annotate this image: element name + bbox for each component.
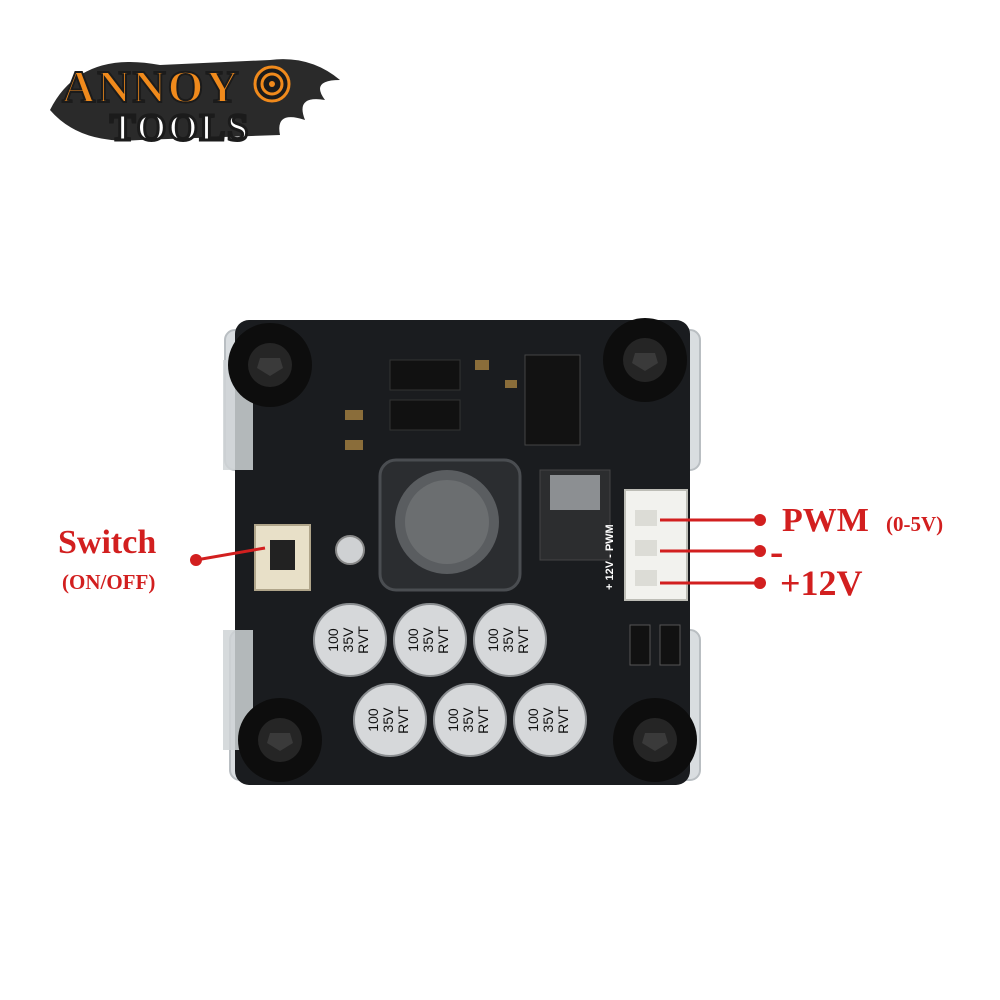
potentiometer-icon [335,535,365,565]
ic-chip [524,354,581,446]
logo-line2: TOOLS [110,107,250,149]
power-callout-dot [754,577,766,589]
diode [389,359,461,391]
switch-label: Switch [58,524,157,561]
screw-bottom-right-icon [613,698,697,782]
capacitor-text: 10035VRVT [325,626,371,654]
pwm-label: PWM [782,502,869,539]
smd-resistor [629,624,651,666]
capacitor-text: 10035VRVT [445,706,491,734]
capacitor-text: 10035VRVT [485,626,531,654]
capacitor-icon [473,603,547,677]
capacitor-text: 10035VRVT [525,706,571,734]
brand-logo: ANNOY TOOLS [50,59,340,151]
capacitor-icon [313,603,387,677]
smd-component [345,410,363,420]
power-label: +12V [780,563,863,603]
pwm-sublabel: (0-5V) [886,512,944,536]
switch-callout-dot [190,554,202,566]
logo-line1: ANNOY [62,61,241,112]
logo-target-icon [253,65,291,103]
smd-component [345,440,363,450]
capacitor-icon [393,603,467,677]
connector-3pin [624,489,688,601]
screw-top-left-icon [228,323,312,407]
capacitor-labels: 10035VRVT 10035VRVT 10035VRVT 10035VRVT 1003… [325,626,571,734]
capacitor-text: 10035VRVT [405,626,451,654]
capacitor-icon [353,683,427,757]
screw-bottom-left-icon [238,698,322,782]
connector-silkscreen: + 12V - PWM [604,524,616,590]
ground-label: - [770,529,784,574]
smd-component [475,360,489,370]
capacitor-icon [513,683,587,757]
diode [389,399,461,431]
pwm-callout-dot [754,514,766,526]
smd-resistor [659,624,681,666]
smd-component [505,380,517,388]
screw-top-right-icon [603,318,687,402]
capacitor-icon [433,683,507,757]
power-switch[interactable] [254,524,311,591]
ground-callout-dot [754,545,766,557]
capacitor-text: 10035VRVT [365,706,411,734]
inductor-icon [378,458,522,592]
mosfet-tab [550,475,600,510]
switch-sublabel: (ON/OFF) [62,570,156,594]
